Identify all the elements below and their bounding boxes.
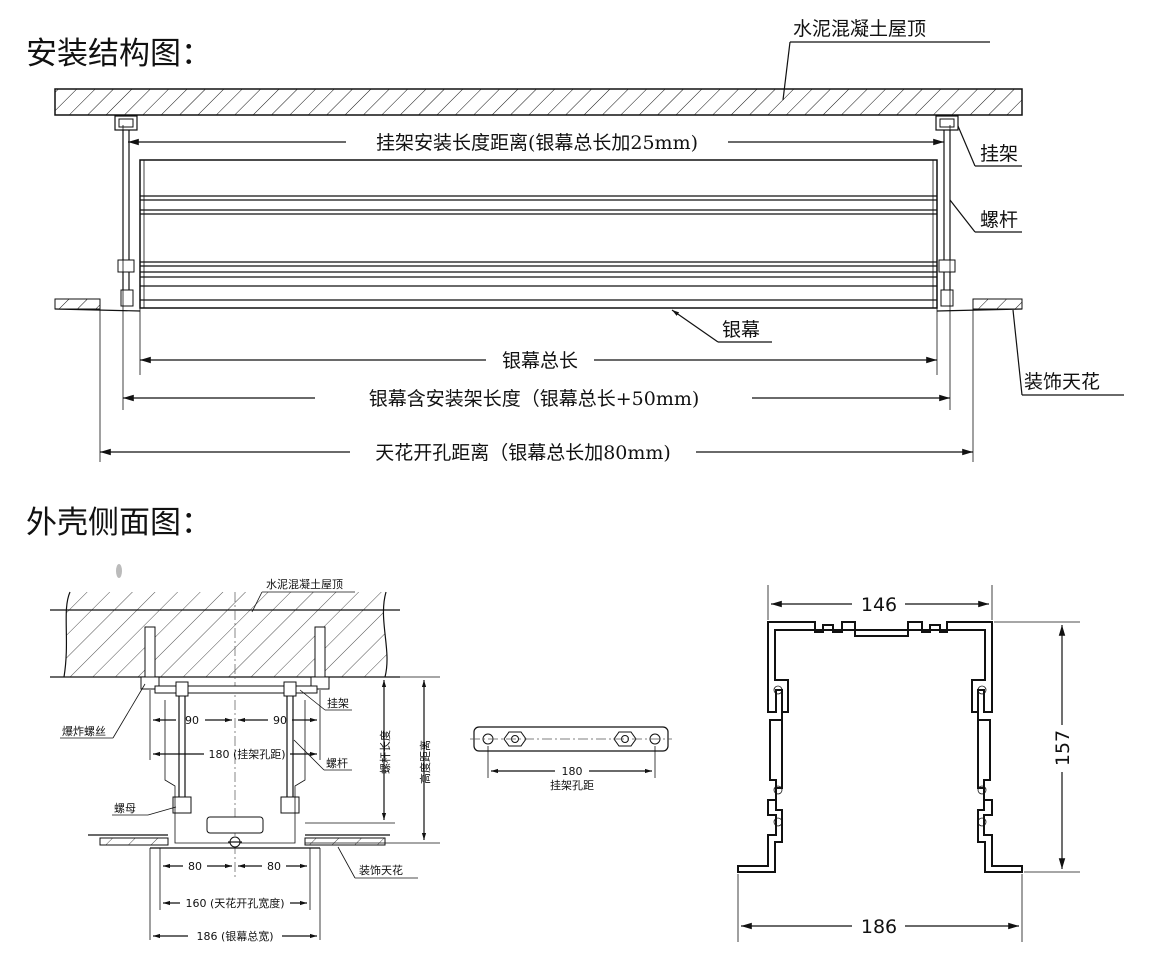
bracket-detail-label: 挂架孔距	[550, 778, 594, 792]
dim-160-opening: 160 (天花开孔宽度)	[185, 896, 284, 910]
deco-ceiling-left	[54, 298, 101, 310]
concrete-ceiling	[54, 88, 1023, 116]
profile-dim-146: 146	[861, 594, 897, 616]
dim-90-left: 90	[185, 714, 199, 727]
ceiling-label: 水泥混凝土屋顶	[793, 18, 926, 40]
heading-side: 外壳侧面图：	[26, 505, 212, 541]
rod-label: 螺杆	[980, 209, 1018, 231]
side-ceiling-label: 水泥混凝土屋顶	[266, 577, 343, 591]
screen-housing	[139, 159, 938, 309]
dim-bracket-spacing: 挂架安装长度距离(银幕总长加25mm)	[376, 132, 698, 154]
deco-ceiling-right	[972, 298, 1023, 310]
side-bracket-label: 挂架	[327, 696, 349, 710]
rod-length-label: 螺杆长度	[378, 730, 392, 774]
profile-dim-157: 157	[1052, 730, 1074, 766]
profile-dim-186: 186	[861, 916, 897, 938]
expansion-bolt-label: 爆炸螺丝	[62, 724, 106, 738]
bracket-right	[935, 115, 959, 131]
bracket-label: 挂架	[980, 143, 1018, 165]
side-deco-label: 装饰天花	[359, 863, 403, 877]
side-deco-right	[304, 837, 386, 846]
side-rod-left	[172, 681, 192, 814]
rod-left	[117, 130, 135, 307]
bracket-detail: 180 挂架孔距	[470, 726, 672, 792]
side-rod-label: 螺杆	[326, 756, 348, 770]
side-rod-right	[280, 681, 300, 814]
dim-186-width: 186 (银幕总宽)	[196, 929, 273, 943]
side-bracket-bar	[154, 685, 318, 694]
side-view-diagram: 水泥混凝土屋顶	[50, 564, 440, 943]
profile-section: 146 157 186	[737, 585, 1080, 942]
side-deco-left	[99, 837, 169, 846]
dim-180-bracket: 180 (挂架孔距)	[208, 747, 285, 761]
dim-ceiling-opening: 天花开孔距离（银幕总长加80mm)	[375, 442, 671, 464]
heading-install: 安装结构图：	[26, 36, 212, 72]
screen-label: 银幕	[722, 319, 760, 341]
expansion-bolt-left	[140, 626, 160, 690]
height-distance-label: 高度距离	[418, 740, 432, 784]
nut-label: 螺母	[114, 802, 136, 815]
deco-label: 装饰天花	[1024, 371, 1100, 393]
rod-right	[938, 130, 956, 307]
install-diagram: 水泥混凝土屋顶	[54, 18, 1124, 464]
dim-80-left: 80	[188, 860, 202, 873]
bracket-detail-dim: 180	[562, 765, 583, 778]
dim-with-bracket: 银幕含安装架长度（银幕总长+50mm)	[369, 388, 700, 410]
dim-90-right: 90	[273, 714, 287, 727]
dim-80-right: 80	[267, 860, 281, 873]
bracket-left	[114, 115, 138, 131]
dim-screen-length: 银幕总长	[502, 350, 578, 372]
